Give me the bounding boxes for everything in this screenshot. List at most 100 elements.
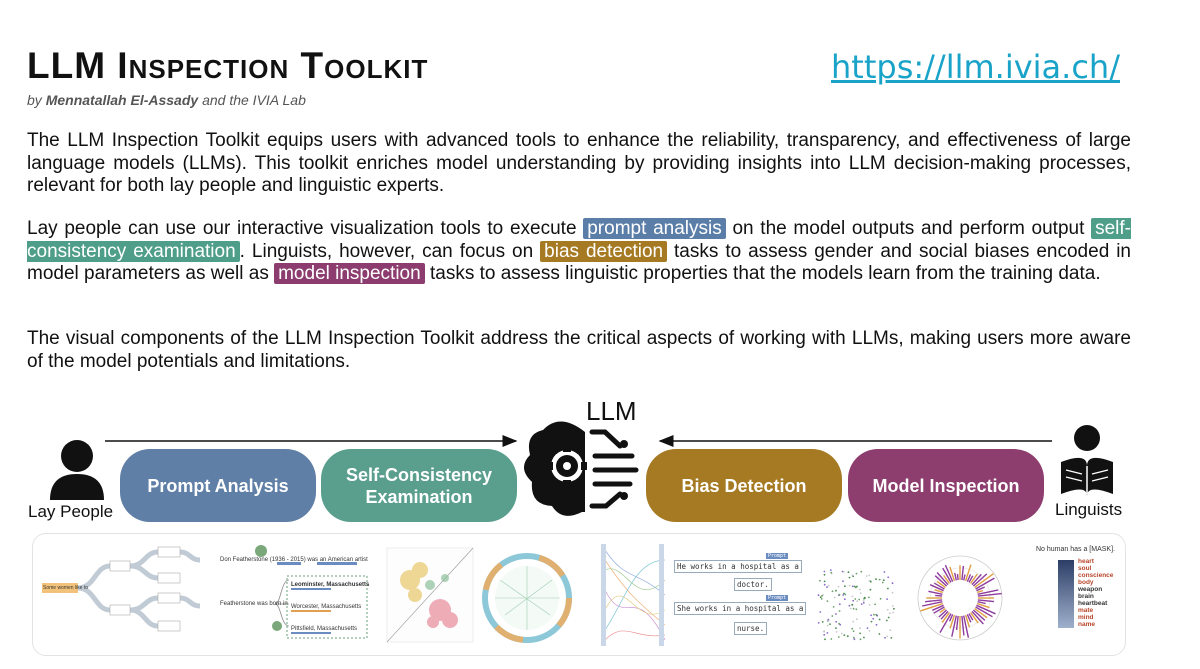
radial-spike: [966, 574, 972, 582]
point-cloud-thumbnail: [817, 569, 895, 641]
bias-detection-pill: Bias Detection: [646, 449, 842, 522]
cloud-point: [830, 571, 833, 574]
cloud-point: [868, 596, 870, 599]
point-cloud-dots: [817, 569, 895, 641]
cloud-point: [851, 595, 854, 598]
llm-brain-icon: [523, 421, 639, 516]
cloud-point: [878, 618, 881, 621]
mask-word: mind: [1078, 614, 1094, 621]
cloud-point: [823, 570, 826, 573]
cloud-point: [852, 630, 855, 632]
cloud-point: [860, 603, 863, 605]
cloud-point: [870, 614, 872, 617]
radial-spike: [968, 613, 974, 621]
cloud-point: [835, 620, 838, 623]
radial-spike: [974, 608, 988, 619]
cloud-point: [844, 585, 846, 588]
cloud-point: [838, 603, 841, 606]
radial-spike: [972, 609, 986, 621]
radial-spike: [920, 602, 944, 612]
cloud-point: [846, 635, 849, 638]
radial-spike: [951, 615, 957, 637]
cloud-point: [886, 608, 889, 611]
radial-spike: [976, 602, 990, 609]
bias-prompt-tag-1: Prompt: [766, 553, 789, 559]
summary-paragraph: The visual components of the LLM Inspect…: [27, 328, 1131, 372]
cloud-point: [837, 636, 840, 638]
cloud-point: [851, 603, 854, 606]
bias-sentence-she: She works in a hospital as a: [674, 602, 807, 615]
cloud-point: [820, 598, 823, 600]
cloud-point: [852, 636, 855, 639]
cloud-point: [838, 593, 841, 596]
radial-spike: [976, 604, 996, 615]
cloud-point: [823, 583, 826, 586]
radial-spike: [936, 580, 946, 588]
cloud-point: [879, 597, 882, 600]
cloud-point: [889, 629, 892, 632]
cloud-point: [854, 586, 857, 589]
radial-spike: [934, 575, 948, 587]
cloud-point: [874, 603, 876, 606]
radial-spike: [972, 573, 988, 587]
cloud-point: [837, 585, 840, 588]
cloud-point: [823, 580, 826, 583]
fact-check-option-1: Leominster, Massachusetts: [291, 582, 370, 588]
cloud-point: [829, 569, 832, 571]
cloud-point: [858, 598, 861, 601]
cloud-point: [854, 598, 857, 600]
radial-spike: [964, 564, 972, 582]
radial-spike: [968, 575, 974, 583]
cloud-point: [859, 627, 861, 630]
byline: by Mennatallah El-Assady and the IVIA La…: [27, 92, 306, 108]
radial-spike: [975, 606, 993, 618]
radial-spike: [966, 614, 972, 623]
token-tree-thumbnail: [42, 546, 201, 632]
cloud-point: [829, 623, 831, 625]
cloud-point: [835, 613, 837, 615]
radial-spike: [942, 567, 952, 583]
cloud-point: [891, 605, 894, 607]
cloud-point: [843, 592, 845, 595]
cloud-point: [873, 613, 875, 616]
cloud-point: [819, 611, 822, 613]
cloud-point: [886, 635, 889, 638]
radial-spike: [932, 604, 944, 611]
cloud-point: [875, 623, 878, 626]
cloud-point: [835, 589, 837, 592]
cloud-point: [848, 576, 851, 579]
prompt-analysis-pill: Prompt Analysis: [120, 449, 316, 522]
fact-check-thumbnail: [255, 545, 368, 639]
cloud-point: [853, 638, 856, 641]
p2-text-e: tasks to assess linguistic properties th…: [424, 263, 1101, 284]
cloud-point: [819, 579, 821, 582]
cloud-point: [823, 633, 826, 636]
cloud-point: [878, 633, 881, 635]
cloud-point: [844, 593, 847, 596]
mask-word: brain: [1078, 593, 1094, 600]
radial-spike: [977, 592, 1002, 597]
embedding-scatter-thumbnail: [386, 547, 474, 643]
cloud-point: [842, 580, 844, 583]
cloud-point: [838, 610, 841, 612]
cloud-point: [851, 574, 854, 577]
cloud-point: [870, 620, 873, 623]
p2-text-a: Lay people can use our interactive visua…: [27, 218, 584, 239]
toolkit-url-link[interactable]: https://llm.ivia.ch/: [831, 48, 1120, 86]
p2-text-b: on the model outputs and perform output: [725, 218, 1092, 239]
radial-spikes: [920, 564, 1002, 639]
cloud-point: [823, 630, 825, 633]
cloud-point: [884, 636, 886, 639]
radial-spike: [943, 574, 950, 584]
self-consistency-line2: Examination: [365, 486, 473, 507]
mask-prediction-title: No human has a [MASK].: [1036, 546, 1115, 553]
cloud-point: [866, 627, 869, 629]
radial-plot-thumbnail: [917, 555, 1003, 641]
radial-spike: [977, 599, 995, 603]
radial-spike: [963, 574, 966, 581]
cloud-point: [878, 578, 881, 581]
intro-paragraph: The LLM Inspection Toolkit equips users …: [27, 130, 1131, 196]
